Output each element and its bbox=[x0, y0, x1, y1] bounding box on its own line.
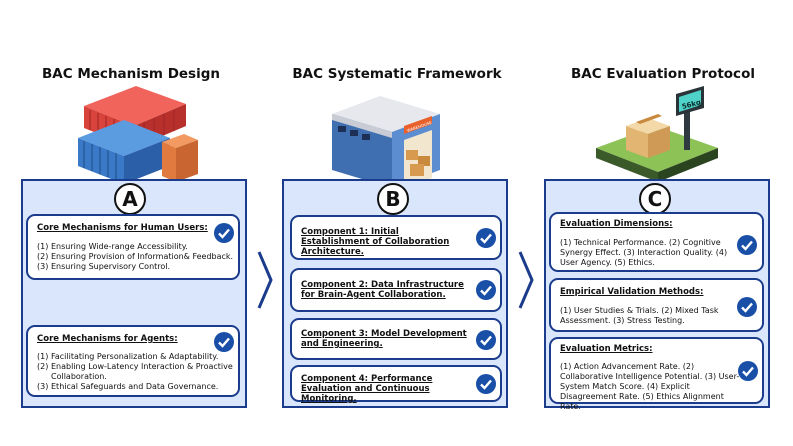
list-item: (3)Ensuring Supervisory Control. bbox=[37, 262, 171, 271]
card-list: (1)Ensuring Wide-range Accessibility. (2… bbox=[37, 242, 237, 272]
card-text: (1) User Studies & Trials. (2) Mixed Tas… bbox=[560, 306, 719, 325]
card-text: (1) Technical Performance. (2) Cognitive… bbox=[560, 238, 728, 267]
column-a-title: BAC Mechanism Design bbox=[42, 66, 220, 82]
list-item: (3)Ethical Safeguards and Data Governanc… bbox=[37, 382, 219, 391]
card-title: Core Mechanisms for Human Users: bbox=[37, 223, 208, 233]
card-text: (1) Action Advancement Rate. (2) Collabo… bbox=[560, 362, 740, 411]
card-evaluation-metrics: Evaluation Metrics: (1) Action Advanceme… bbox=[549, 337, 764, 411]
chevron-right-icon bbox=[257, 251, 273, 309]
warehouse-icon: WAREHOUSE bbox=[332, 96, 440, 188]
card-title: Component 2: Data Infrastructure for Bra… bbox=[301, 280, 464, 300]
shipping-containers-icon bbox=[78, 86, 198, 184]
list-item: (1)Ensuring Wide-range Accessibility. bbox=[37, 242, 188, 251]
component-card-1: Component 1: Initial Establishment of Co… bbox=[290, 215, 502, 260]
card-title: Component 1: Initial Establishment of Co… bbox=[301, 227, 450, 257]
card-agent-mechanisms: Core Mechanisms for Agents: (1)Facilitat… bbox=[26, 325, 240, 397]
scale-with-box-icon: 56kg bbox=[596, 86, 718, 182]
badge-c: C bbox=[639, 183, 671, 215]
card-title: Evaluation Metrics: bbox=[560, 344, 653, 354]
card-title: Component 4: Performance Evaluation and … bbox=[301, 374, 433, 404]
check-circle-icon bbox=[476, 330, 496, 350]
column-b-title: BAC Systematic Framework bbox=[292, 66, 502, 82]
card-human-mechanisms: Core Mechanisms for Human Users: (1)Ensu… bbox=[26, 214, 240, 280]
column-c-title: BAC Evaluation Protocol bbox=[571, 66, 755, 82]
check-circle-icon bbox=[476, 228, 496, 248]
list-item: (1)Facilitating Personalization & Adapta… bbox=[37, 352, 219, 361]
component-card-3: Component 3: Model Development and Engin… bbox=[290, 318, 502, 360]
check-circle-icon bbox=[214, 332, 234, 352]
badge-a: A bbox=[114, 183, 146, 215]
card-list: (1)Facilitating Personalization & Adapta… bbox=[37, 352, 237, 392]
check-circle-icon bbox=[214, 223, 234, 243]
chevron-right-icon bbox=[518, 251, 534, 309]
card-title: Evaluation Dimensions: bbox=[560, 219, 673, 229]
card-validation-methods: Empirical Validation Methods: (1) User S… bbox=[549, 278, 764, 332]
card-title: Empirical Validation Methods: bbox=[560, 287, 704, 297]
component-card-2: Component 2: Data Infrastructure for Bra… bbox=[290, 268, 502, 312]
card-title: Component 3: Model Development and Engin… bbox=[301, 329, 467, 349]
check-circle-icon bbox=[738, 361, 758, 381]
check-circle-icon bbox=[737, 297, 757, 317]
list-item: (2)Enabling Low-Latency Interaction & Pr… bbox=[37, 362, 233, 381]
check-circle-icon bbox=[737, 235, 757, 255]
list-item: (2)Ensuring Provision of Information& Fe… bbox=[37, 252, 234, 261]
component-card-4: Component 4: Performance Evaluation and … bbox=[290, 365, 502, 404]
badge-b: B bbox=[377, 183, 409, 215]
check-circle-icon bbox=[476, 374, 496, 394]
card-evaluation-dimensions: Evaluation Dimensions: (1) Technical Per… bbox=[549, 212, 764, 272]
check-circle-icon bbox=[476, 280, 496, 300]
card-title: Core Mechanisms for Agents: bbox=[37, 334, 178, 344]
